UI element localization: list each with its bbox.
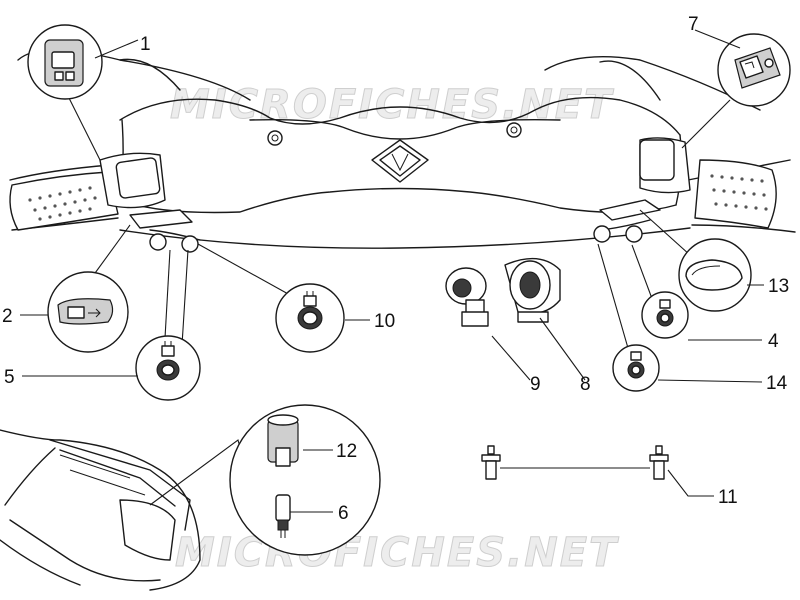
callout-part-13 <box>639 209 752 312</box>
part-label-6: 6 <box>338 503 349 524</box>
part-label-8: 7 <box>688 14 699 35</box>
part-label-12: 12 <box>336 441 357 462</box>
part-label-9: 9 <box>530 374 541 395</box>
callout-part-4 <box>631 244 689 339</box>
part-numbers: 1 7 2 10 5 12 6 9 8 13 4 14 11 <box>2 14 789 524</box>
part-label-4: 4 <box>768 331 779 352</box>
callout-part-2 <box>47 224 131 353</box>
part-label-14: 14 <box>766 373 788 394</box>
callout-part-8 <box>681 33 791 149</box>
callout-part-12-6 <box>149 404 381 556</box>
part-label-10: 10 <box>374 311 395 332</box>
part-label-11: 11 <box>718 487 738 508</box>
instrument-panel <box>0 429 201 591</box>
part-9-7-assembly <box>445 257 561 327</box>
part-label-5: 5 <box>4 367 15 388</box>
callout-part-5 <box>135 249 201 401</box>
part-label-7: 8 <box>580 374 591 395</box>
left-grip <box>9 171 119 231</box>
part-11-screws <box>481 445 669 480</box>
watermark-top: MICROFICHES.NET <box>170 82 614 128</box>
watermark-bottom: MICROFICHES.NET <box>175 530 619 576</box>
handlebar-assembly <box>9 49 796 253</box>
part-label-13: 13 <box>768 276 789 297</box>
part-label-1: 1 <box>140 34 151 55</box>
part-label-2: 2 <box>2 306 13 327</box>
callout-part-1 <box>27 24 103 161</box>
callout-part-14 <box>597 243 660 392</box>
leader-lines <box>20 29 764 513</box>
callout-part-10 <box>197 243 345 353</box>
brand-emblem <box>371 139 429 183</box>
right-grip <box>694 159 777 229</box>
